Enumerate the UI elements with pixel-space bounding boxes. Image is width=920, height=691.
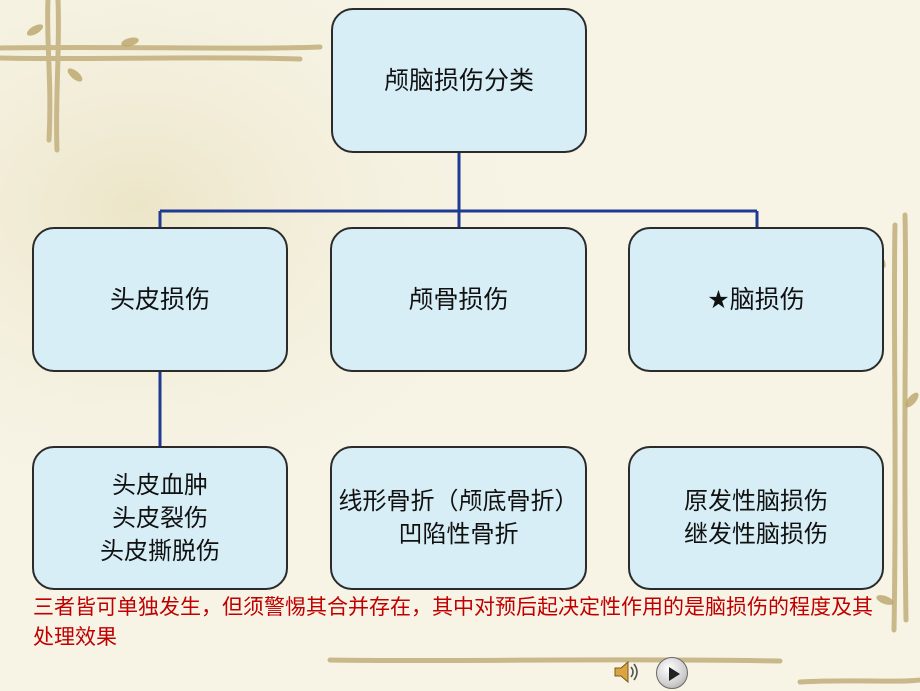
category-label: 头皮损伤 <box>109 284 210 314</box>
category-node-brain: ★脑损伤 <box>628 227 884 372</box>
child-label: 头皮裂伤 <box>112 503 208 532</box>
child-label: 头皮撕脱伤 <box>100 536 220 565</box>
child-label: 继发性脑损伤 <box>684 520 828 548</box>
category-label: ★脑损伤 <box>707 284 805 314</box>
child-node-scalp: 头皮血肿 头皮裂伤 头皮撕脱伤 <box>32 446 288 590</box>
play-icon <box>669 667 680 681</box>
child-label: 凹陷性骨折 <box>398 520 519 548</box>
category-node-skull: 颅骨损伤 <box>330 227 587 372</box>
root-label: 颅脑损伤分类 <box>383 65 534 95</box>
footnote-text: 三者皆可单独发生，但须警惕其合并存在，其中对预后起决定性作用的是脑损伤的程度及其… <box>33 595 873 649</box>
child-label: 头皮血肿 <box>112 470 208 499</box>
child-label: 原发性脑损伤 <box>684 487 828 515</box>
category-node-scalp: 头皮损伤 <box>32 227 288 372</box>
category-label: 颅骨损伤 <box>408 284 509 314</box>
play-button[interactable] <box>656 657 688 689</box>
speaker-icon[interactable] <box>611 657 641 687</box>
child-node-brain: 原发性脑损伤 继发性脑损伤 <box>628 446 884 590</box>
root-node: 颅脑损伤分类 <box>331 8 587 153</box>
child-label: 线形骨折（颅底骨折） <box>338 487 579 515</box>
child-node-skull: 线形骨折（颅底骨折） 凹陷性骨折 <box>330 446 587 590</box>
